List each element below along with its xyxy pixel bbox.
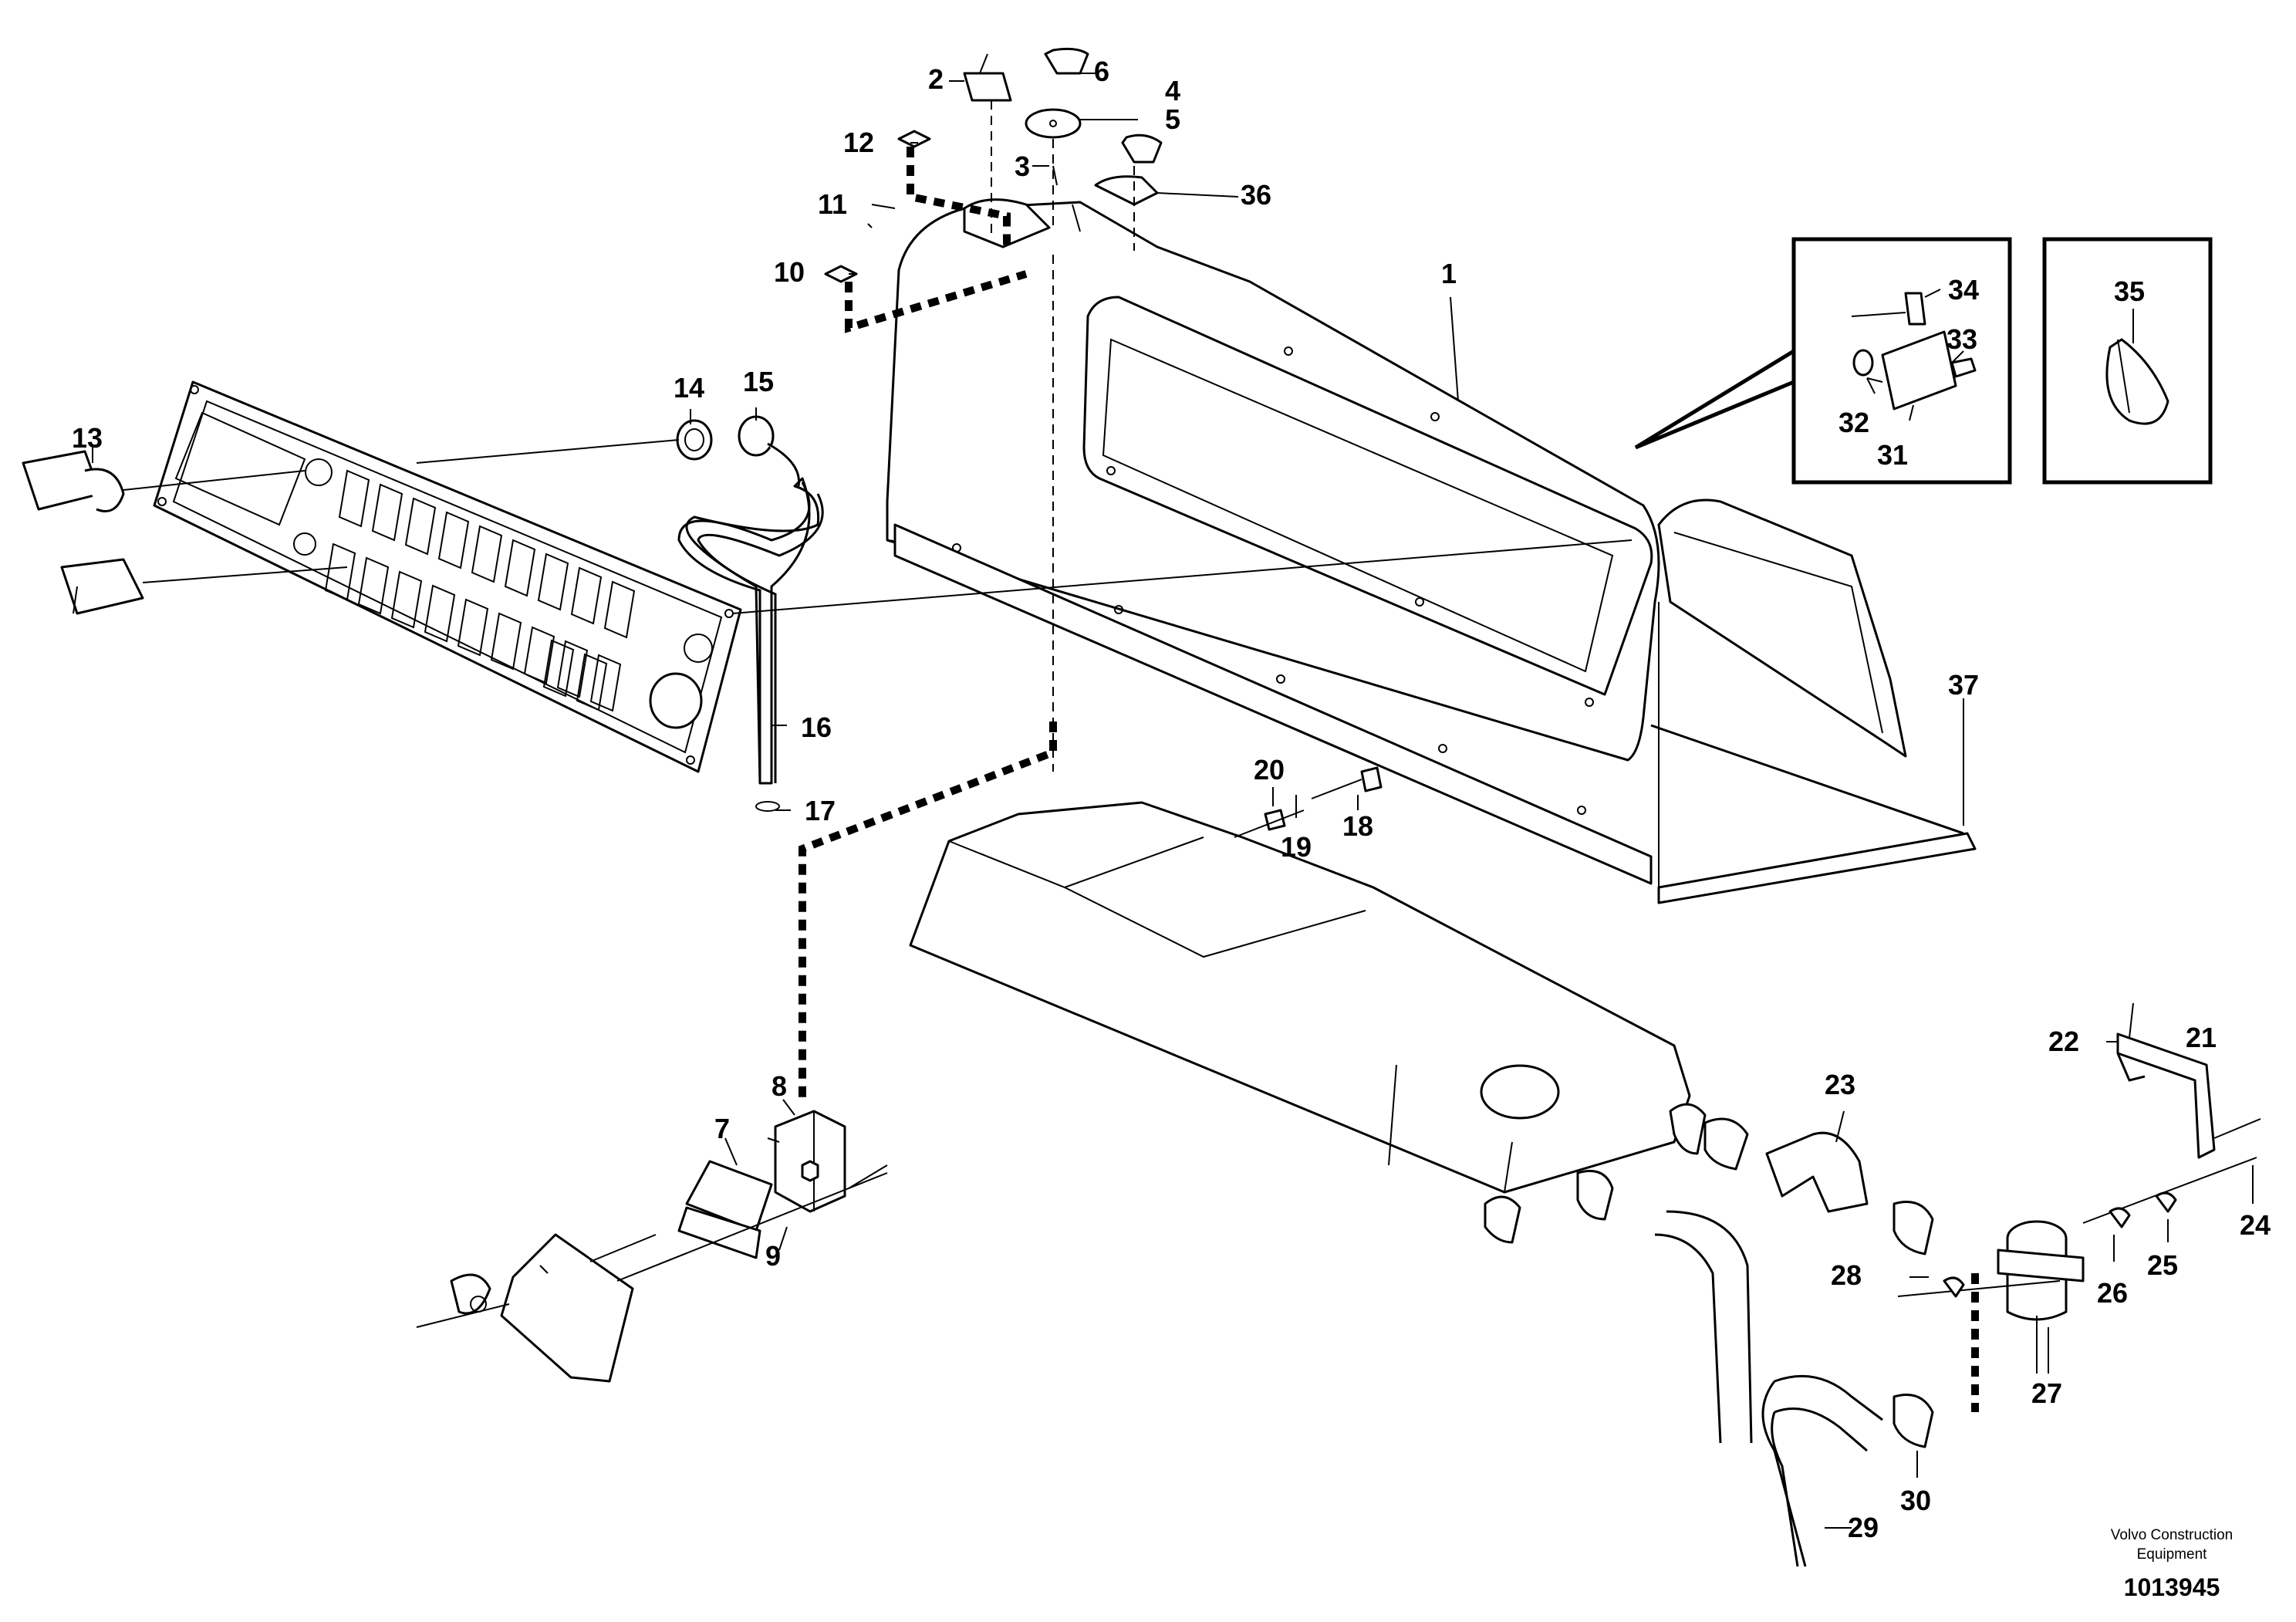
- hose-clamp-set: [1484, 1103, 1934, 1448]
- switch-cutout: [424, 584, 456, 643]
- toggle-switch: [963, 53, 1012, 102]
- callout-20: 20: [1254, 754, 1285, 786]
- switch-cutout: [603, 580, 636, 639]
- callout-33: 33: [1947, 323, 1977, 355]
- switch-cutout: [556, 640, 589, 698]
- callout-5: 5: [1165, 103, 1180, 135]
- dial-plate: [1025, 108, 1082, 139]
- credit-line-2: Equipment: [2137, 1546, 2208, 1563]
- rocker-switch: [60, 558, 144, 615]
- callout-3: 3: [1015, 150, 1030, 182]
- callout-18: 18: [1342, 810, 1373, 842]
- detail-box-sensor: [1634, 237, 2012, 485]
- document-number: 1013945: [2124, 1573, 2220, 1601]
- credit-block: Volvo Construction Equipment 1013945: [2111, 1527, 2233, 1601]
- hose-upper: [1765, 1131, 1869, 1213]
- callout-4: 4: [1165, 75, 1180, 106]
- callout-9: 9: [765, 1240, 781, 1272]
- switch-cutout: [490, 612, 522, 671]
- switch-cutout: [570, 566, 603, 625]
- callout-22: 22: [2048, 1026, 2079, 1057]
- callout-10: 10: [774, 256, 805, 288]
- switch-cutout: [471, 525, 503, 583]
- knob-upper: [1121, 133, 1163, 164]
- switch-cutout: [324, 542, 356, 601]
- callout-15: 15: [743, 366, 774, 397]
- switch-cutout: [576, 653, 608, 711]
- callout-13: 13: [72, 422, 103, 454]
- callout-11: 11: [818, 188, 847, 220]
- callout-14: 14: [674, 372, 704, 404]
- credit-line-1: Volvo Construction: [2111, 1527, 2233, 1543]
- callout-35: 35: [2114, 275, 2145, 307]
- callout-26: 26: [2097, 1277, 2128, 1309]
- knob: [1044, 47, 1089, 75]
- switch-cutout: [457, 598, 489, 657]
- switch-cutout: [523, 626, 555, 684]
- callout-24: 24: [2240, 1209, 2271, 1241]
- callout-36: 36: [1241, 179, 1271, 211]
- bulb-socket: [738, 415, 800, 487]
- callout-1: 1: [1441, 258, 1457, 289]
- callout-37: 37: [1948, 669, 1979, 701]
- detail-box-cable-tie: [2042, 237, 2213, 485]
- water-valve: [1997, 1220, 2085, 1374]
- callout-16: 16: [801, 711, 832, 743]
- hose-return: [1761, 1374, 1883, 1567]
- callout-25: 25: [2147, 1249, 2178, 1281]
- callout-19: 19: [1281, 831, 1312, 863]
- switch-cutout: [589, 654, 622, 712]
- switch-cutout: [537, 552, 569, 611]
- switch-cutouts: [324, 469, 636, 712]
- callout-29: 29: [1848, 1512, 1879, 1543]
- leader-lines: [92, 73, 2254, 1529]
- callout-labels: 1 2 3 4 5 6 7 8 9 10 11 12 13 14 15 16 1…: [72, 56, 2271, 1543]
- lever-cover: [1094, 175, 1159, 206]
- switch-cutout: [371, 483, 403, 542]
- switch-cutout: [357, 556, 390, 615]
- callout-28: 28: [1831, 1259, 1862, 1291]
- callout-27: 27: [2031, 1377, 2062, 1409]
- bulb-holder: [676, 419, 713, 461]
- callout-12: 12: [843, 127, 874, 158]
- switch-cutout: [338, 469, 370, 528]
- switch-panel: [153, 380, 742, 773]
- relay-bracket: [677, 1110, 888, 1259]
- heater-unit: [909, 801, 1691, 1194]
- switch-cutout: [542, 639, 575, 698]
- callout-23: 23: [1825, 1069, 1855, 1100]
- callout-6: 6: [1094, 56, 1109, 87]
- callout-30: 30: [1900, 1485, 1931, 1516]
- panel-holes: [952, 346, 1594, 815]
- callout-17: 17: [805, 795, 836, 826]
- callout-34: 34: [1948, 274, 1979, 306]
- switch-cutout: [390, 570, 423, 629]
- callout-31: 31: [1877, 439, 1908, 471]
- valve-bracket: [2116, 1032, 2216, 1159]
- switch-cutout: [504, 539, 536, 597]
- hose-lower: [1654, 1210, 1753, 1444]
- switch-cutout: [437, 511, 470, 569]
- mounting-plate: [450, 1233, 634, 1383]
- callout-7: 7: [714, 1113, 730, 1144]
- switch-cutout: [404, 497, 437, 556]
- callout-2: 2: [928, 63, 944, 95]
- callout-21: 21: [2186, 1022, 2217, 1053]
- callout-32: 32: [1838, 407, 1869, 438]
- dashboard-panel: [886, 198, 1977, 904]
- indicator-lamp: [22, 450, 125, 512]
- callout-8: 8: [772, 1070, 787, 1102]
